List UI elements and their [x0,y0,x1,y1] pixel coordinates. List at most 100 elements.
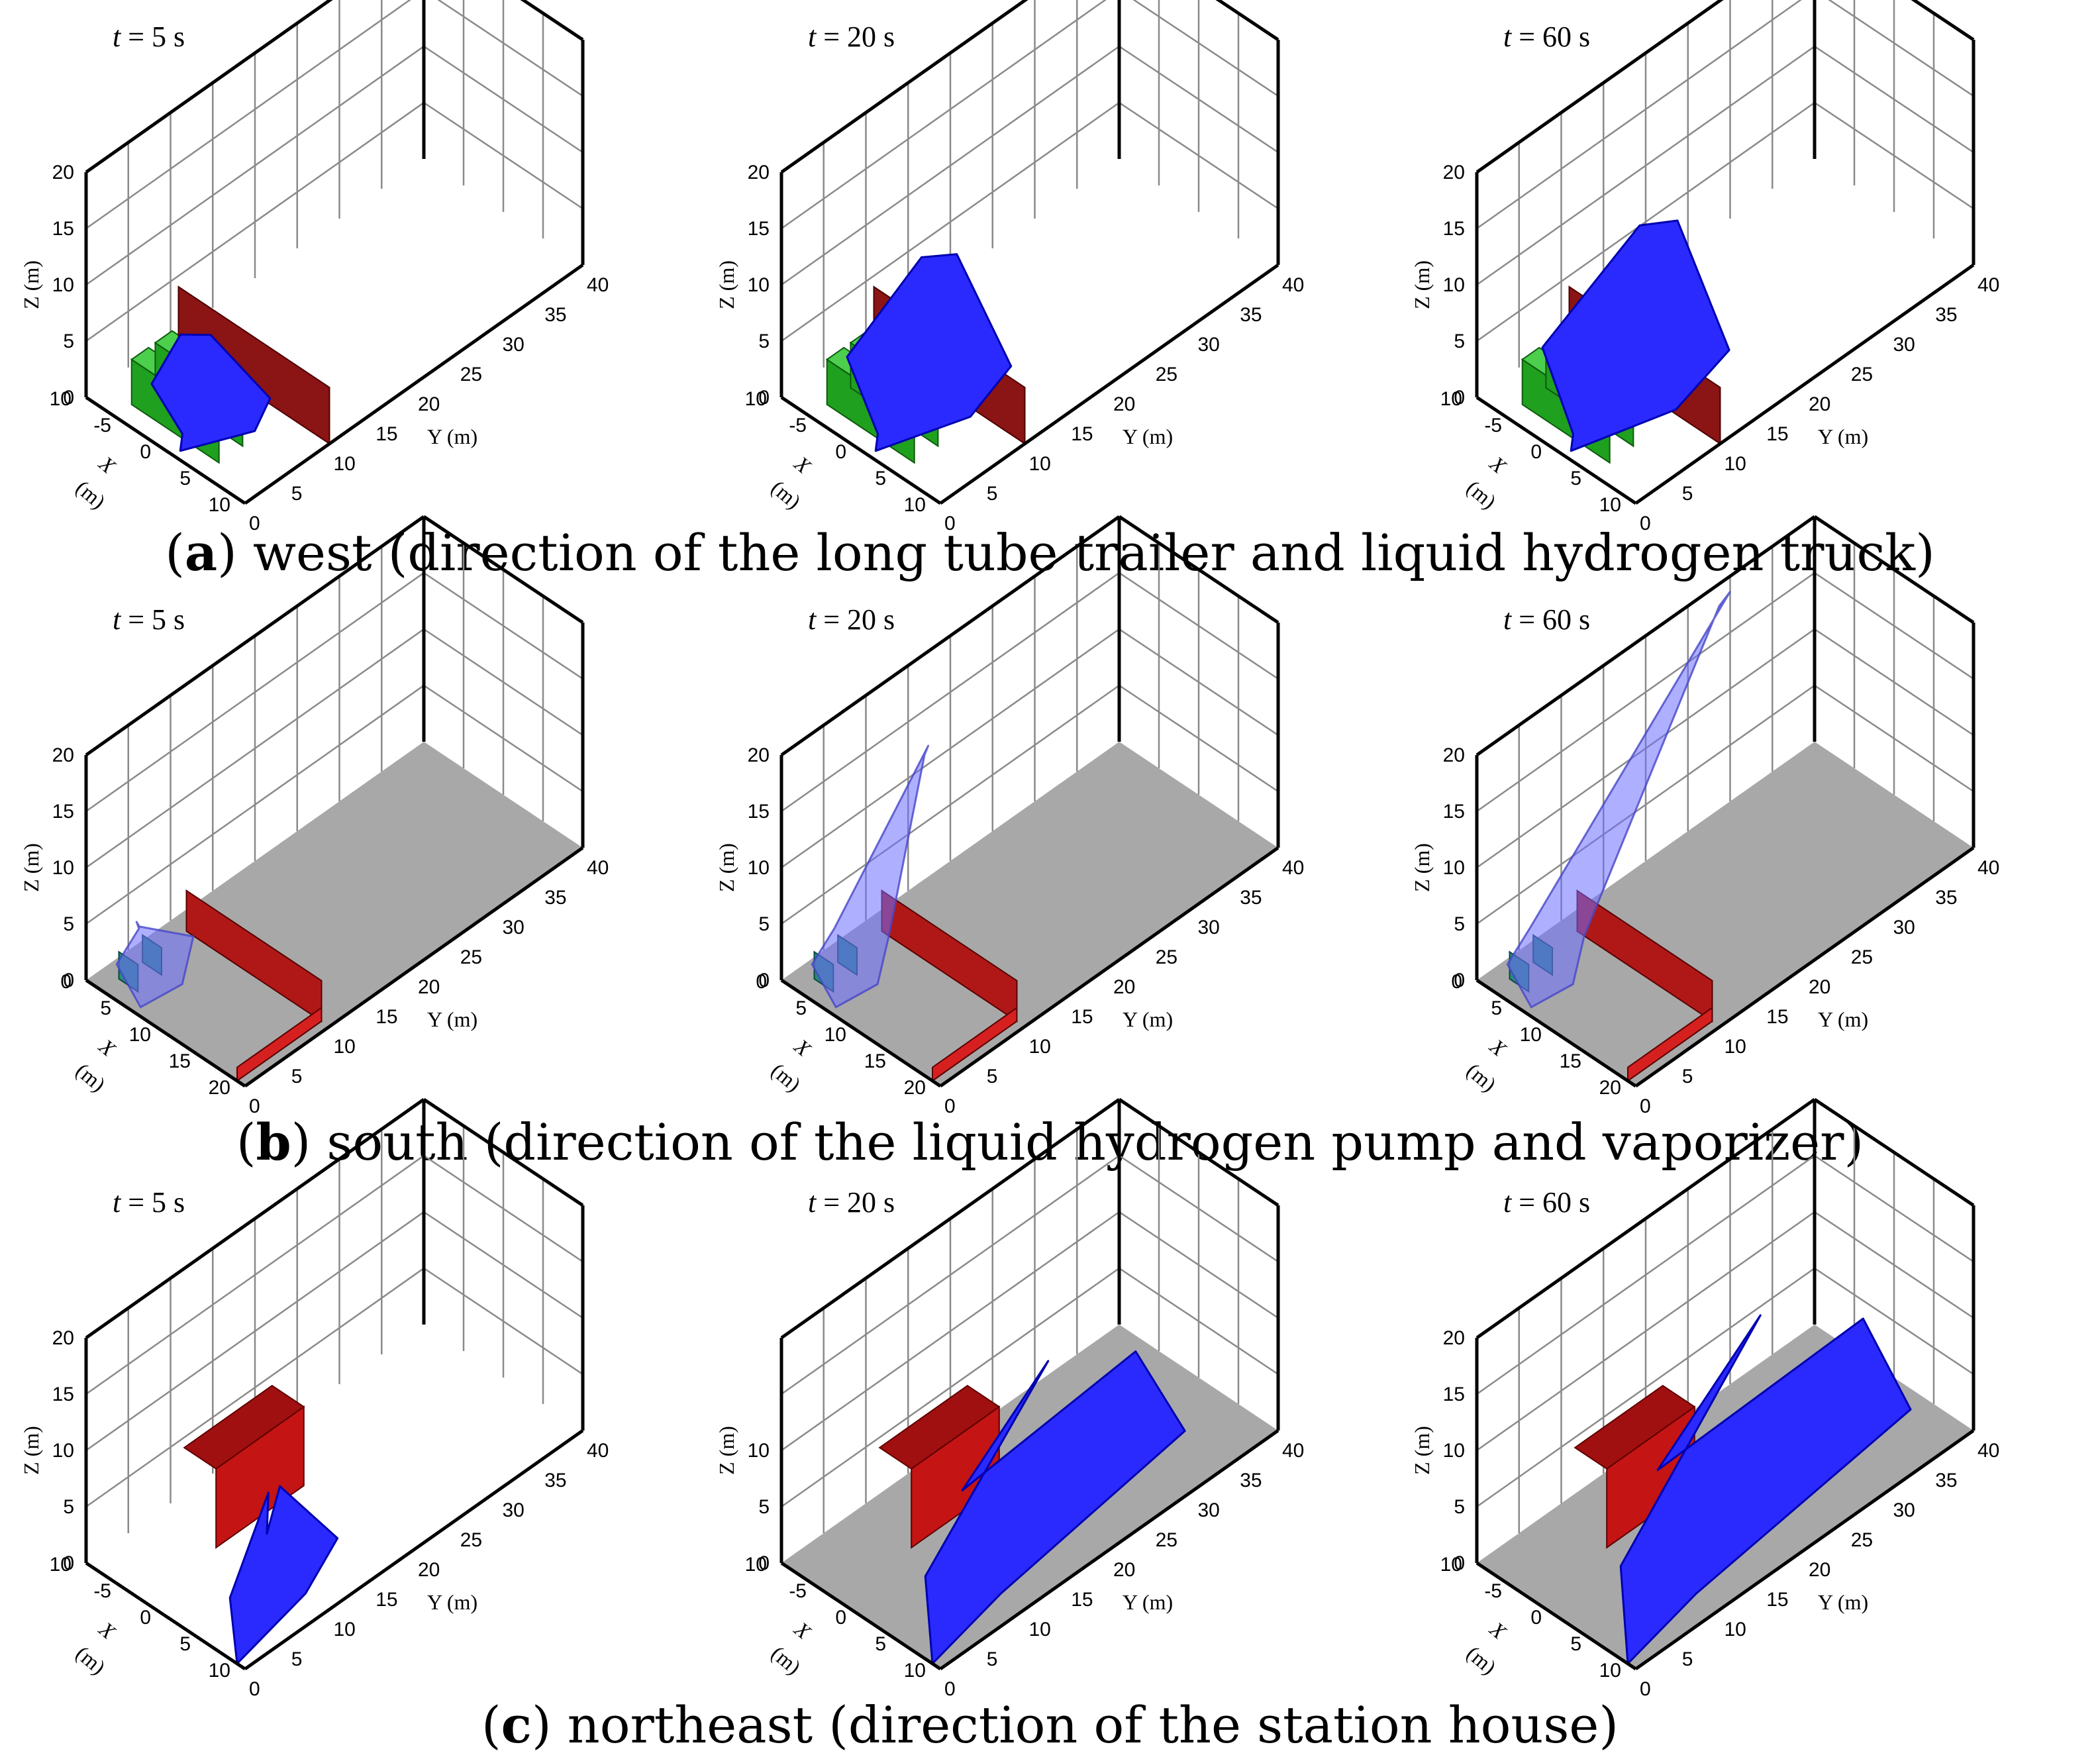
x-tick-label: 10 [50,1554,72,1576]
y-tick-label: 10 [1029,453,1051,475]
y-tick-label: 40 [587,857,609,879]
y-tick-label: 40 [1977,274,1999,296]
y-tick-label: 10 [1029,1619,1051,1640]
x-tick-label: 0 [1530,441,1542,463]
gridline [85,572,425,813]
gridline [781,101,1120,342]
y-axis-label: Y (m) [427,425,477,448]
ground-plane [781,159,1278,503]
axes-frame [779,515,1280,1088]
y-axis-label: Y (m) [1818,1007,1868,1031]
y-tick-label: 35 [1240,304,1262,326]
x-tick-label: 20 [904,1077,926,1099]
x-tick-label: -5 [93,415,111,436]
y-axis-label: Y (m) [1818,425,1868,448]
z-axis-label: Z (m) [1410,260,1434,309]
x-axis-unit: (m) [767,1641,806,1679]
grid-lines [85,543,583,950]
gridline [85,1211,425,1452]
y-tick-label: 5 [291,483,303,505]
z-axis-label: Z (m) [715,260,738,309]
x-tick-label: 10 [904,494,926,516]
edge [520,0,584,42]
edge [780,1561,942,1671]
x-axis-label: X [789,450,816,478]
z-tick-label: 5 [758,1496,770,1518]
axes-frame [84,515,585,1088]
z-tick-label: 15 [748,218,770,240]
x-tick-label: 5 [1570,1633,1581,1655]
x-tick-label: -5 [789,1580,807,1602]
y-tick-label: 5 [987,1648,998,1670]
y-tick-label: 0 [944,1095,956,1117]
edge [85,515,425,757]
y-tick-label: 35 [544,887,566,909]
x-tick-label: 0 [60,971,72,993]
firewall [185,889,323,1023]
x-axis-label: X [93,1033,121,1061]
time-label: t = 5 s [113,21,185,53]
z-tick-label: 10 [52,857,74,879]
edge [1475,395,1637,505]
z-tick-label: 0 [63,1552,74,1574]
z-tick-label: 0 [1454,387,1465,409]
y-tick-label: 10 [334,1619,356,1640]
axes-frame [1475,1097,1975,1671]
grid-lines [85,0,583,368]
edge [939,1429,1279,1671]
gridline [781,0,1107,230]
firewall [177,285,330,445]
y-tick-label: 35 [1935,1470,1957,1491]
z-tick-label: 0 [758,387,770,409]
gridline [781,45,1120,286]
z-tick-label: 15 [1443,801,1465,823]
y-axis-label: Y (m) [1123,1590,1173,1614]
x-tick-label: 10 [1599,1660,1621,1682]
gridline [1476,45,1815,286]
y-tick-label: 30 [1893,334,1915,356]
y-tick-label: 30 [503,917,525,938]
edge [244,263,584,505]
gridline [1476,1154,1815,1395]
x-axis-label: X [93,450,121,478]
time-label: t = 20 s [808,1186,895,1219]
edge [1118,1097,1279,1207]
x-axis-label: X [789,1033,816,1061]
y-tick-label: 40 [1977,857,1999,879]
y-tick-label: 0 [944,1678,956,1700]
z-tick-label: 0 [758,970,770,991]
y-axis-label: Y (m) [427,1590,477,1614]
y-tick-label: 15 [1071,1006,1093,1028]
x-tick-label: 15 [1560,1050,1581,1072]
y-tick-label: 0 [1640,1678,1651,1700]
axes-frame [84,1097,585,1671]
station-house-top [878,1384,1001,1470]
x-tick-label: 10 [209,1660,230,1682]
edge [780,395,942,505]
caption-open: ( [236,1113,256,1172]
y-tick-label: 15 [375,1006,397,1028]
y-axis-label: Y (m) [1123,425,1173,448]
hydrogen-cloud [846,253,1013,452]
z-tick-label: 0 [1454,970,1465,991]
x-tick-label: 10 [1520,1024,1542,1046]
caption-letter: c [501,1695,532,1754]
y-tick-label: 0 [249,1678,260,1700]
y-tick-label: 35 [544,1470,566,1491]
hydrogen-cloud [228,1485,339,1665]
time-label: t = 20 s [808,603,895,636]
y-tick-label: 40 [1282,274,1304,296]
edge [1475,1561,1637,1671]
y-tick-label: 30 [1893,1499,1915,1521]
x-tick-label: 0 [756,971,767,993]
edge [1215,0,1279,42]
edge [780,0,1028,174]
gridline [1476,101,1815,342]
y-tick-label: 20 [418,393,440,415]
